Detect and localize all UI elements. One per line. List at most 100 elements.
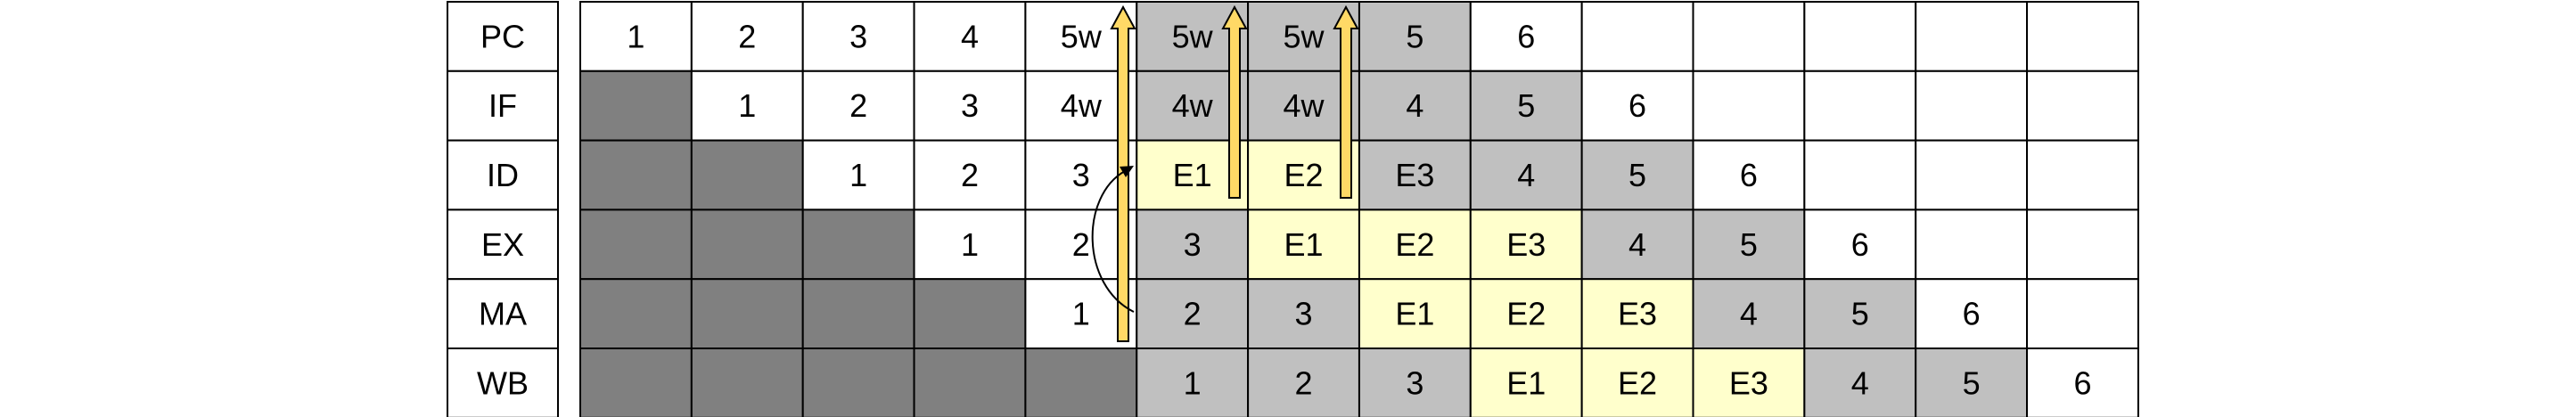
pipeline-cell-label: 2 [1184,296,1202,332]
bypass-curve-arrowhead [1120,166,1134,177]
pipeline-cell-label: E1 [1395,296,1434,332]
pipeline-cell [1692,208,1806,281]
pipeline-cell-label: 1 [738,87,756,124]
pipeline-cell-label: 3 [1072,157,1090,193]
pipeline-cell [1692,1,1806,72]
pipeline-cell-label: 5 [1517,87,1535,124]
pipeline-cell-label: 2 [961,157,979,193]
pipeline-cell-label: 2 [738,18,756,54]
pipeline-cell [1358,278,1472,350]
pipeline-cell [1915,139,2029,211]
stage-label: PC [480,18,525,54]
pipeline-cell [690,278,804,350]
stage-label: MA [479,296,527,332]
pipeline-cell [1580,278,1694,350]
stage-label-cell [447,208,559,281]
pipeline-cell-label: 3 [1406,364,1423,401]
pipeline-cell [1803,70,1917,142]
pipeline-cell-label: 3 [1184,226,1202,263]
pipeline-cell [579,208,693,281]
pipeline-cell [579,139,693,211]
pipeline-cell [1358,348,1472,417]
pipeline-cell [801,348,915,417]
pipeline-cell-label: 5 [1740,226,1758,263]
pipeline-cell-label: E3 [1506,226,1546,263]
pipeline-cell [1358,139,1472,211]
pipeline-cell [690,139,804,211]
pipeline-cell-label: 1 [849,157,867,193]
pipeline-cell-label: 6 [1740,157,1758,193]
pipeline-cell-label: 4w [1284,87,1325,124]
pipeline-cell [1469,348,1583,417]
pipeline-cell-label: 6 [1628,87,1646,124]
pipeline-cell-label: 5w [1284,18,1325,54]
pipeline-cell [913,139,1027,211]
pipeline-cell [801,208,915,281]
pipeline-cell [1803,139,1917,211]
pipeline-cell [913,348,1027,417]
pipeline-cell-label: 2 [849,87,867,124]
pipeline-cell [1580,139,1694,211]
up-arrow-long [1110,4,1136,342]
pipeline-cell-label: 5w [1172,18,1214,54]
arrow-overlay [1091,4,1359,342]
up-arrow-col7 [1333,4,1359,199]
pipeline-cell-label: 5 [1851,296,1869,332]
pipeline-cell-label: 6 [2073,364,2091,401]
pipeline-cell-label: 6 [1517,18,1535,54]
pipeline-cell [1803,278,1917,350]
pipeline-cell-label: 5 [1406,18,1423,54]
pipeline-cell-label: 3 [849,18,867,54]
pipeline-cell [579,348,693,417]
pipeline-cell-label: 2 [1072,226,1090,263]
pipeline-cell [1803,1,1917,72]
pipeline-cell-label: 4 [1628,226,1646,263]
pipeline-cell-label: 4w [1172,87,1214,124]
pipeline-cell [2026,348,2139,417]
pipeline-cell-label: E2 [1395,226,1434,263]
pipeline-cell [913,1,1027,72]
pipeline-cell-label: 3 [961,87,979,124]
pipeline-cell [801,139,915,211]
pipeline-cell [1692,70,1806,142]
stage-label-cell [447,70,559,142]
pipeline-cell-label: 1 [1184,364,1202,401]
pipeline-cell [579,70,693,142]
pipeline-cell-label: E3 [1729,364,1768,401]
stage-label: EX [481,226,524,263]
pipeline-cell-label: E1 [1173,157,1212,193]
pipeline-cell-label: E2 [1284,157,1324,193]
up-arrow-col6 [1221,4,1248,199]
pipeline-cell [1469,70,1583,142]
stage-label-cell [447,1,559,72]
bypass-curve-arrow [1091,170,1135,313]
pipeline-cell [1136,208,1250,281]
pipeline-cell [690,208,804,281]
pipeline-cell [1692,278,1806,350]
pipeline-cell [1915,1,2029,72]
pipeline-cell [801,278,915,350]
pipeline-cell-label: 5 [1963,364,1981,401]
pipeline-cell [579,1,693,72]
pipeline-cell [1580,348,1694,417]
pipeline-cell-label: 1 [627,18,644,54]
pipeline-cell-label: 4 [961,18,979,54]
pipeline-cell-label: 2 [1295,364,1313,401]
pipeline-cell [2026,208,2139,281]
pipeline-cell [2026,139,2139,211]
pipeline-cell-label: 1 [1072,296,1090,332]
pipeline-cell [2026,278,2139,350]
pipeline-cell-label: E1 [1506,364,1546,401]
pipeline-cell-label: 4 [1517,157,1535,193]
pipeline-cell [1136,348,1250,417]
pipeline-cell-label: E1 [1284,226,1324,263]
pipeline-cell-label: 4w [1061,87,1103,124]
pipeline-cell [1247,278,1360,350]
pipeline-cell [1803,208,1917,281]
pipeline-cell-label: E3 [1395,157,1434,193]
pipeline-cell [579,278,693,350]
pipeline-cell [1469,1,1583,72]
